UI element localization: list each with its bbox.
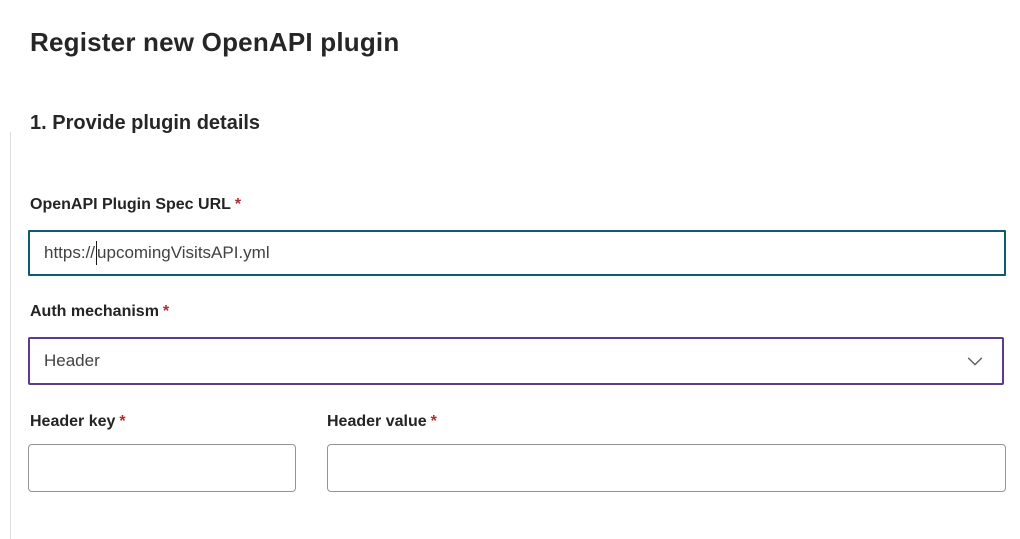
spec-url-label: OpenAPI Plugin Spec URL* <box>30 196 241 214</box>
header-value-label: Header value* <box>327 413 437 431</box>
spec-url-label-text: OpenAPI Plugin Spec URL <box>30 196 231 213</box>
header-key-label-text: Header key <box>30 413 116 430</box>
spec-url-value-before-caret: https:// <box>44 243 96 262</box>
chevron-down-icon <box>967 357 983 366</box>
text-caret <box>95 241 98 265</box>
auth-mechanism-dropdown[interactable]: Header <box>28 337 1004 385</box>
auth-mechanism-selected-value: Header <box>44 351 100 370</box>
panel-left-border <box>10 132 11 539</box>
required-asterisk: * <box>162 303 170 320</box>
header-key-input[interactable] <box>28 444 296 492</box>
required-asterisk: * <box>119 413 126 430</box>
required-asterisk: * <box>430 413 437 430</box>
header-value-input[interactable] <box>327 444 1006 492</box>
header-key-label: Header key* <box>30 413 126 431</box>
auth-mechanism-label: Auth mechanism* <box>30 303 169 321</box>
spec-url-input[interactable]: https://upcomingVisitsAPI.yml <box>28 230 1006 276</box>
spec-url-value-after-caret: upcomingVisitsAPI.yml <box>97 243 270 262</box>
auth-mechanism-label-text: Auth mechanism <box>30 303 159 320</box>
required-asterisk: * <box>234 196 242 213</box>
section-heading: 1. Provide plugin details <box>30 112 261 134</box>
header-value-label-text: Header value <box>327 413 427 430</box>
page-title: Register new OpenAPI plugin <box>30 27 400 57</box>
